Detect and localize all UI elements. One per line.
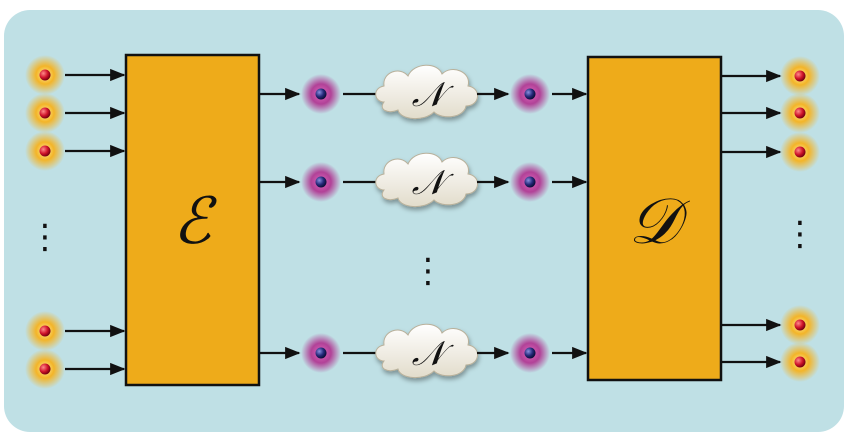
output-arrows	[722, 69, 782, 369]
encoded-particle	[301, 333, 341, 373]
output-particle	[780, 305, 820, 345]
output-particle	[780, 56, 820, 96]
cloud-icon	[375, 152, 478, 207]
encoded-particle	[301, 162, 341, 202]
cloud-icon	[375, 323, 478, 378]
input-arrows	[65, 68, 126, 376]
channel-row: 𝒩	[260, 64, 588, 119]
output-particle	[780, 132, 820, 172]
cloud-icon	[375, 64, 478, 119]
encoder-box	[124, 53, 261, 387]
encoded-particle	[301, 74, 341, 114]
input-particle	[25, 349, 65, 389]
input-particle	[25, 131, 65, 171]
received-particle	[510, 74, 550, 114]
decoder-box	[586, 55, 723, 382]
channel-row: 𝒩	[260, 152, 588, 207]
input-particle	[25, 311, 65, 351]
input-particles	[25, 55, 65, 389]
input-ellipsis: ⋮	[28, 217, 62, 257]
input-particle	[25, 93, 65, 133]
output-ellipsis: ⋮	[783, 214, 817, 254]
output-particle	[780, 342, 820, 382]
channel-row: 𝒩	[260, 323, 588, 378]
encoder-label: ℰ	[173, 185, 218, 259]
received-particle	[510, 162, 550, 202]
output-particle	[780, 93, 820, 133]
input-particle	[25, 55, 65, 95]
channel-ellipsis: ⋮	[411, 251, 445, 291]
received-particle	[510, 333, 550, 373]
output-particles	[780, 56, 820, 382]
